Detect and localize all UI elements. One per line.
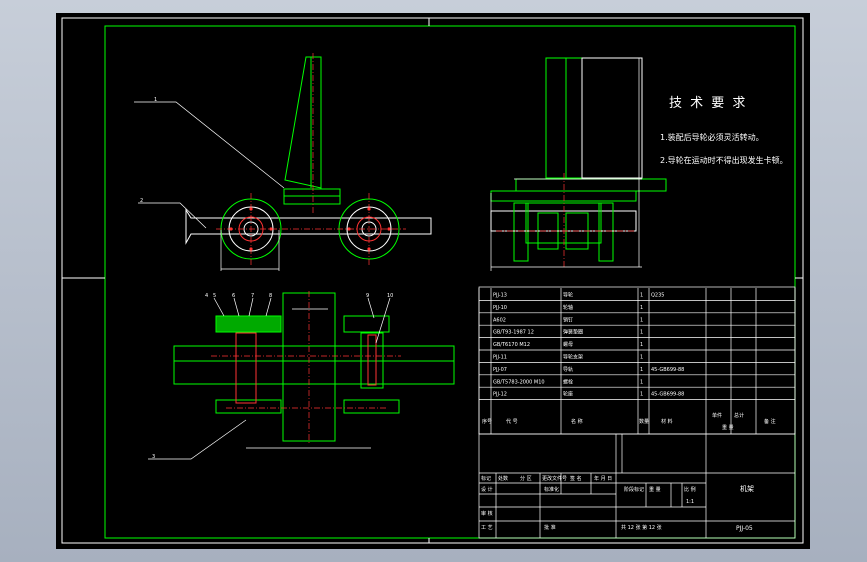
requirement-item-2: 2.导轮在运动时不得出现发生卡顿。	[660, 155, 788, 165]
front-view	[134, 53, 432, 271]
leader-label-8: 8	[269, 293, 272, 299]
leader-label-6: 6	[232, 293, 235, 299]
svg-text:1:1: 1:1	[686, 499, 694, 505]
svg-text:比 例: 比 例	[684, 486, 696, 493]
bom-cell-code: GB/T93-1987 12	[493, 330, 534, 336]
bom-cell-code: GB/T6170 M12	[493, 342, 530, 348]
leader-label-4: 4	[205, 293, 208, 299]
bom-cell-qty: 1	[640, 317, 643, 323]
bom-cell-qty: 1	[640, 392, 643, 398]
bom-cell-qty: 1	[640, 305, 643, 311]
title-block-text: 机架 PJJ-05 标记 处数 分 区 更改文件号 签 名 年 月 日 设 计 …	[481, 475, 754, 532]
bom-cell-name: 轮轴	[563, 304, 573, 311]
svg-text:批 准: 批 准	[544, 524, 556, 531]
bom-cell-name: 导轨	[563, 366, 573, 373]
leader-label-9: 9	[366, 293, 369, 299]
bom-cell-code: GB/T5783-2000 M10	[493, 379, 545, 385]
svg-text:材 料: 材 料	[661, 418, 673, 425]
bom-cell-code: PJJ-07	[493, 367, 507, 373]
requirements-title: 技 术 要 求	[669, 96, 747, 111]
bom-cell-code: PJJ-12	[493, 392, 507, 398]
bom-cell-name: 螺栓	[563, 378, 573, 385]
svg-text:处数: 处数	[498, 475, 508, 482]
outer-frame	[61, 17, 804, 544]
bom-cell-code: PJJ-11	[493, 355, 507, 361]
cad-viewport[interactable]: 技 术 要 求 1.装配后导轮必须灵活转动。 2.导轮在运动时不得出现发生卡顿。…	[56, 13, 810, 549]
svg-text:年 月 日: 年 月 日	[594, 475, 612, 482]
dim-front	[220, 230, 280, 271]
drawing-name: 机架	[740, 484, 754, 493]
svg-text:更改文件号: 更改文件号	[542, 475, 567, 482]
svg-text:重 量: 重 量	[722, 424, 734, 431]
bom-cell-name: 轮座	[563, 391, 573, 398]
bom-cell-qty: 1	[640, 293, 643, 299]
svg-text:序号: 序号	[482, 418, 492, 425]
drawing-code: PJJ-05	[736, 525, 753, 532]
bom-header: 序号 代 号 名 称 数量 材 料 单件 总计 重 量 备 注	[482, 412, 776, 431]
leaders-front	[134, 101, 285, 229]
svg-text:签 名: 签 名	[570, 475, 582, 482]
svg-text:单件: 单件	[712, 412, 722, 419]
bom-cell-qty: 1	[640, 379, 643, 385]
svg-text:分 区: 分 区	[520, 475, 532, 482]
svg-text:审 核: 审 核	[481, 510, 493, 517]
bom-cell-qty: 1	[640, 355, 643, 361]
bom-cell-name: 螺母	[563, 341, 573, 348]
bom-cell-name: 销钉	[563, 316, 573, 323]
bom-cell-qty: 1	[640, 367, 643, 373]
leader-label-1: 1	[154, 97, 157, 103]
requirement-item-1: 1.装配后导轮必须灵活转动。	[660, 132, 764, 142]
svg-text:标记: 标记	[481, 475, 491, 482]
bom-cell-qty: 1	[640, 330, 643, 336]
title-block	[478, 433, 796, 539]
inner-frame	[104, 25, 796, 539]
svg-text:阶段标记: 阶段标记	[624, 486, 644, 493]
bom-cell-code: PJJ-10	[493, 305, 507, 311]
svg-text:共 12 张 第 12 张: 共 12 张 第 12 张	[621, 524, 662, 531]
bom-cell-name: 弹簧垫圈	[563, 329, 583, 336]
svg-text:总计: 总计	[734, 412, 744, 419]
svg-text:备 注: 备 注	[764, 418, 776, 425]
svg-text:代 号: 代 号	[506, 418, 518, 425]
svg-text:数量: 数量	[639, 418, 649, 425]
bom-cell-name: 导轮支架	[563, 354, 583, 361]
drawing-canvas: 技 术 要 求 1.装配后导轮必须灵活转动。 2.导轮在运动时不得出现发生卡顿。…	[61, 17, 804, 544]
rail-beam	[185, 208, 432, 245]
svg-text:重 量: 重 量	[649, 486, 661, 493]
side-view	[490, 57, 667, 271]
leader-label-10: 10	[387, 293, 393, 299]
bom-cell-qty: 1	[640, 342, 643, 348]
bom-cell-name: 导轮	[563, 292, 573, 299]
top-view	[148, 291, 455, 460]
center-marks	[62, 18, 803, 543]
bom-cell-material: 45-GB699-88	[651, 367, 684, 373]
svg-text:工 艺: 工 艺	[481, 525, 493, 531]
bom-cell-material: 45-GB699-88	[651, 392, 684, 398]
leader-label-3: 3	[152, 454, 155, 460]
bom-cell-code: A602	[493, 317, 506, 323]
svg-text:标准化: 标准化	[544, 486, 559, 493]
svg-text:名 称: 名 称	[571, 418, 583, 425]
svg-text:设 计: 设 计	[481, 486, 493, 493]
leader-label-2: 2	[140, 198, 143, 204]
support-plate	[284, 56, 322, 189]
bom-table	[478, 286, 796, 435]
bom-cell-code: PJJ-13	[493, 293, 507, 299]
bom-cell-material: Q235	[651, 293, 664, 299]
leader-label-5: 5	[213, 293, 216, 299]
leader-label-7: 7	[251, 293, 254, 299]
